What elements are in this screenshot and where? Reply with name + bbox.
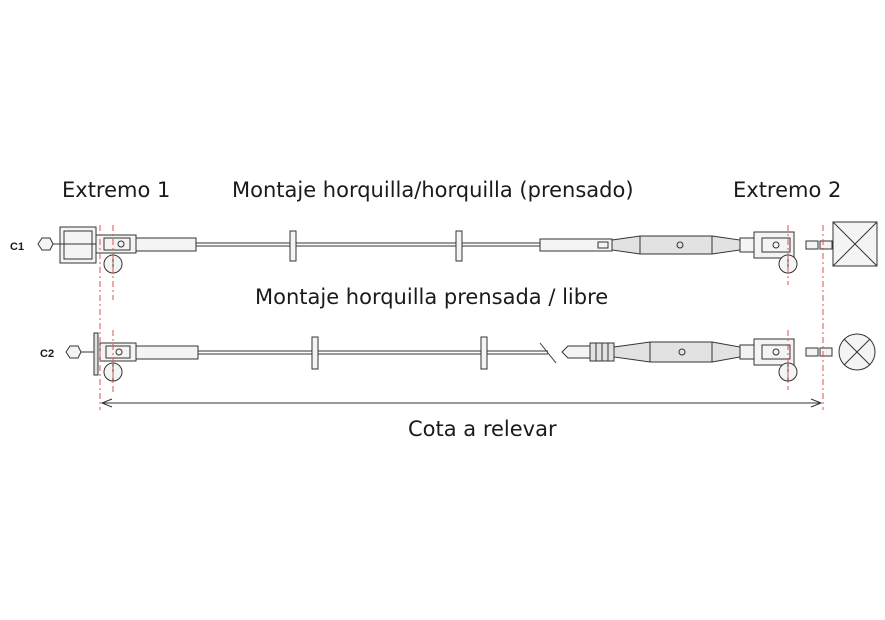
c2-left-plate <box>93 332 99 376</box>
c1-spacer-1 <box>289 230 297 262</box>
c2-left-sleeve <box>135 345 199 360</box>
extremo-2-label: Extremo 2 <box>733 178 841 202</box>
assembly-c2 <box>65 332 876 382</box>
dimension-line <box>100 398 823 408</box>
cota-label: Cota a relevar <box>408 417 557 441</box>
c2-spacer-2 <box>480 336 488 370</box>
montaje-c1-label: Montaje horquilla/horquilla (prensado) <box>232 178 634 202</box>
c1-left-bracket <box>59 226 97 264</box>
c1-turnbuckle <box>611 235 741 255</box>
extremo-1-label: Extremo 1 <box>62 178 170 202</box>
c1-label: C1 <box>10 241 24 253</box>
c1-left-sleeve <box>135 237 197 252</box>
assembly-c1 <box>37 221 878 274</box>
c1-left-nut <box>37 237 54 251</box>
c2-free-end <box>561 345 591 359</box>
c2-right-fork <box>753 338 795 366</box>
c1-right-fork <box>753 231 795 259</box>
reference-lines <box>99 225 824 410</box>
c1-spacer-2 <box>455 230 463 262</box>
c1-right-sleeve <box>539 238 613 252</box>
c2-spacer-1 <box>311 336 319 370</box>
c2-left-nut <box>65 345 82 359</box>
montaje-c2-label: Montaje horquilla prensada / libre <box>255 285 608 309</box>
c2-turnbuckle <box>613 341 741 363</box>
c2-label: C2 <box>40 348 54 360</box>
